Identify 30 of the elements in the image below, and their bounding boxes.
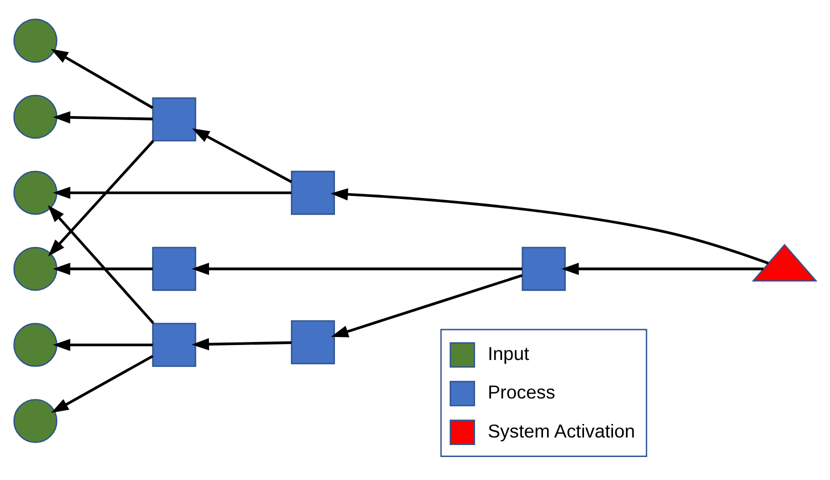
node-box xyxy=(290,320,335,364)
node-circle xyxy=(13,94,58,138)
arrow xyxy=(50,48,154,108)
arrow xyxy=(192,338,292,350)
arrow xyxy=(52,338,153,350)
node-circle xyxy=(13,322,58,366)
node-circle xyxy=(13,18,58,62)
legend-label: Input xyxy=(488,342,530,364)
arrow xyxy=(48,204,154,324)
arrow xyxy=(330,188,769,264)
node-box xyxy=(152,96,196,141)
node-box xyxy=(152,322,196,366)
arrow xyxy=(51,354,154,412)
node-box xyxy=(522,246,566,290)
legend-label: System Activation xyxy=(488,420,636,441)
legend-label: Process xyxy=(488,381,556,402)
arrow xyxy=(52,110,153,123)
arrow xyxy=(192,262,522,274)
node-box xyxy=(290,170,335,214)
arrow xyxy=(192,128,292,183)
arrow xyxy=(52,186,292,198)
node-box xyxy=(152,246,196,290)
node-triangle xyxy=(752,243,818,282)
arrow xyxy=(48,139,154,256)
node-circle xyxy=(13,170,58,214)
arrow xyxy=(330,274,523,337)
node-circle xyxy=(13,246,58,290)
arrow xyxy=(52,262,153,274)
node-circle xyxy=(13,398,58,442)
arrow xyxy=(561,262,764,274)
